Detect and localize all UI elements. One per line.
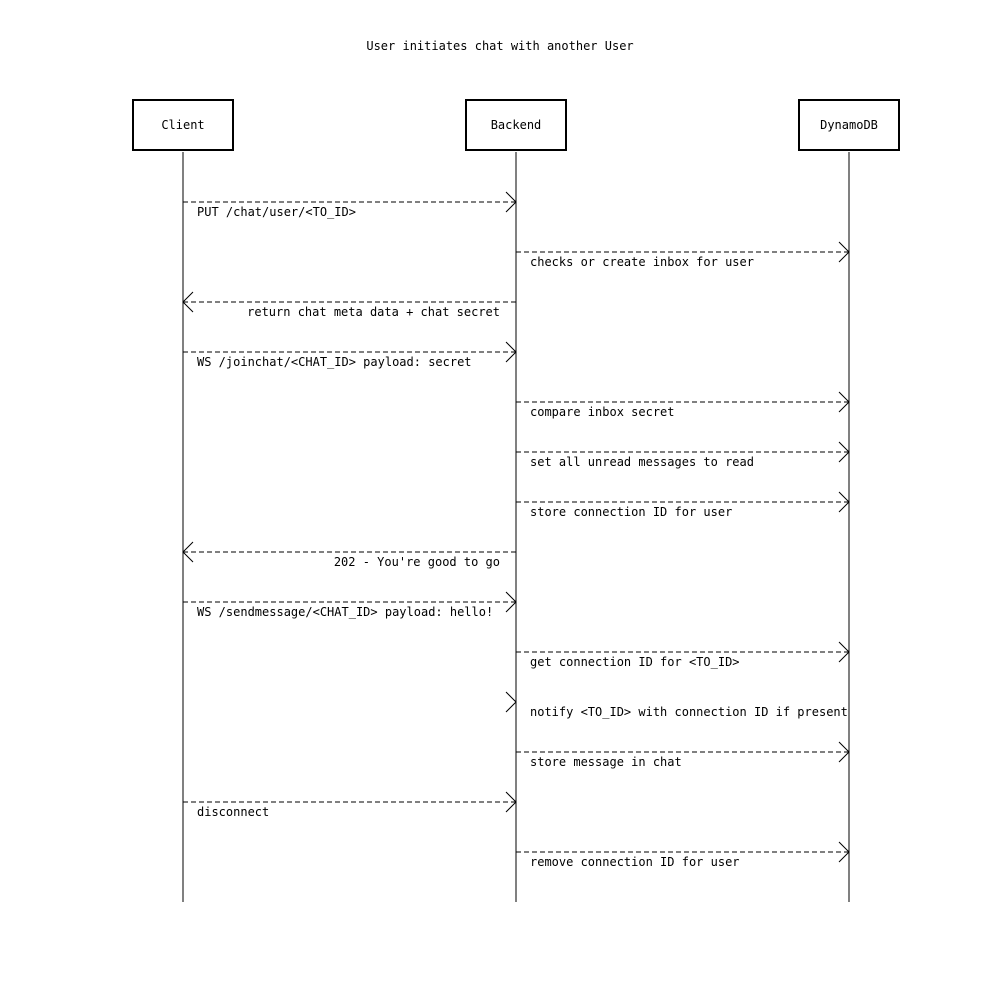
arrow-head [838, 641, 850, 663]
message-1: PUT /chat/user/<TO_ID> [183, 191, 517, 219]
message-label: compare inbox secret [530, 405, 675, 419]
actor-client: Client [132, 99, 234, 902]
message-label: 202 - You're good to go [334, 555, 500, 569]
message-label: disconnect [197, 805, 269, 819]
arrow-head [505, 341, 517, 363]
arrow-head [505, 791, 517, 813]
message-7: store connection ID for user [516, 491, 850, 519]
message-label: checks or create inbox for user [530, 255, 754, 269]
message-10: get connection ID for <TO_ID> [516, 641, 850, 669]
arrow-head [182, 541, 194, 563]
message-label: WS /joinchat/<CHAT_ID> payload: secret [197, 355, 472, 369]
actor-label: DynamoDB [820, 118, 878, 132]
actors: Client Backend DynamoDB [132, 99, 900, 902]
diagram-title: User initiates chat with another User [366, 39, 633, 53]
message-6: set all unread messages to read [516, 441, 850, 469]
message-4: WS /joinchat/<CHAT_ID> payload: secret [183, 341, 517, 369]
arrow-head [838, 741, 850, 763]
actor-box [132, 99, 234, 151]
actor-box [798, 99, 900, 151]
message-label: PUT /chat/user/<TO_ID> [197, 205, 356, 219]
actor-dynamodb: DynamoDB [798, 99, 900, 902]
actor-label: Backend [491, 118, 542, 132]
arrow-head [505, 591, 517, 613]
message-label: return chat meta data + chat secret [247, 305, 500, 319]
arrow-head [838, 241, 850, 263]
message-5: compare inbox secret [516, 391, 850, 419]
message-2: checks or create inbox for user [516, 241, 850, 269]
actor-label: Client [161, 118, 204, 132]
actor-backend: Backend [465, 99, 567, 902]
messages: PUT /chat/user/<TO_ID>checks or create i… [182, 191, 850, 869]
message-label: store connection ID for user [530, 505, 732, 519]
message-label: WS /sendmessage/<CHAT_ID> payload: hello… [197, 605, 493, 619]
arrow-head [505, 691, 517, 713]
arrow-head [838, 491, 850, 513]
message-label: set all unread messages to read [530, 455, 754, 469]
message-14: remove connection ID for user [516, 841, 850, 869]
message-12: store message in chat [516, 741, 850, 769]
message-8: 202 - You're good to go [182, 541, 516, 569]
arrow-head [838, 391, 850, 413]
message-11: notify <TO_ID> with connection ID if pre… [505, 691, 848, 719]
message-13: disconnect [183, 791, 517, 819]
arrow-head [182, 291, 194, 313]
arrow-head [838, 441, 850, 463]
message-3: return chat meta data + chat secret [182, 291, 516, 319]
message-label: remove connection ID for user [530, 855, 740, 869]
arrow-head [838, 841, 850, 863]
message-label: get connection ID for <TO_ID> [530, 655, 740, 669]
actor-box [465, 99, 567, 151]
message-9: WS /sendmessage/<CHAT_ID> payload: hello… [183, 591, 517, 619]
message-label: store message in chat [530, 755, 682, 769]
message-label: notify <TO_ID> with connection ID if pre… [530, 705, 848, 719]
arrow-head [505, 191, 517, 213]
